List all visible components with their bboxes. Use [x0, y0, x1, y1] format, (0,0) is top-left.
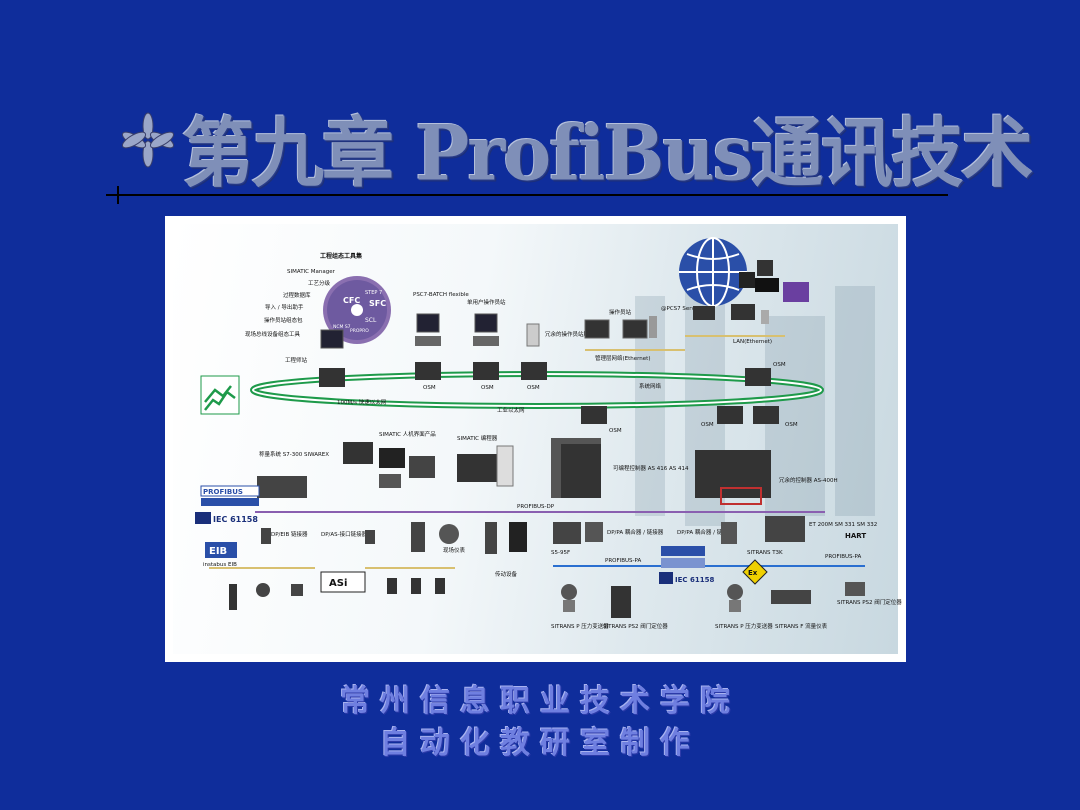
- osm-label: OSM: [609, 428, 622, 434]
- footer-institution: 常州信息职业技术学院: [340, 684, 740, 719]
- tools-item: 现场总线设备组态工具: [245, 330, 301, 338]
- ex-zone-icon: Ex: [742, 559, 768, 585]
- osm-label: OSM: [785, 422, 798, 428]
- plc-rack-icon: [551, 438, 601, 498]
- software-disk-icon: STEP 7 CFC SFC SCL NCM S7 PROPRO: [323, 276, 391, 344]
- svg-text:SCL: SCL: [365, 317, 377, 324]
- network-diagram: 工程组态工具集 SIMATIC Manager 工艺分级 过程数据库 导入 / …: [195, 237, 902, 630]
- asterisk-star-icon: [121, 112, 175, 168]
- transmitter-icon: [561, 582, 865, 618]
- single-user-label: 单用户操作员站: [467, 298, 506, 306]
- profibus-pa-label: PROFIBUS-PA: [605, 558, 641, 564]
- operator-station-icon: [584, 316, 657, 339]
- footer-department: 自动化教研室制作: [380, 726, 700, 761]
- field-devices-icon: [411, 522, 527, 554]
- bus-devices-icon: [229, 578, 445, 610]
- pg-label: SIMATIC 编程器: [457, 434, 498, 442]
- eib-logo-icon: [205, 542, 237, 558]
- drives-label: 传动设备: [495, 570, 518, 578]
- et200m-label: ET 200M SM 331 SM 332: [809, 522, 877, 528]
- profibus-pa-label-2: PROFIBUS-PA: [825, 554, 861, 560]
- industrial-ethernet-logo-icon: [200, 375, 240, 415]
- mgmt-net-label: 管理层网络(Ethernet): [595, 354, 650, 362]
- lan-station-icon: [693, 304, 769, 324]
- asi-logo-icon: [320, 571, 366, 593]
- svg-text:PROFIBUS: PROFIBUS: [203, 488, 243, 496]
- eib-sub-label: instabus EIB: [203, 562, 237, 568]
- osm-switch-icon: [319, 362, 779, 424]
- ebusiness-logos-icon: [739, 260, 809, 302]
- osm-label: OSM: [773, 362, 786, 368]
- dp-pa-label-2: DP/PA 耦合器 / 链接器: [677, 528, 734, 536]
- profibus-dp-label: PROFIBUS-DP: [517, 504, 555, 510]
- system-network-label: 系统网络: [639, 382, 662, 390]
- title-block: 第九章 ProfiBus通讯技术: [110, 90, 1033, 197]
- svg-text:STEP 7: STEP 7: [365, 290, 382, 296]
- osm-label: OSM: [423, 385, 436, 391]
- operator-station-label: 操作员站: [609, 308, 632, 316]
- svg-text:IEC 61158: IEC 61158: [675, 576, 714, 584]
- hart-label: HART: [845, 532, 866, 540]
- osm-label: OSM: [527, 385, 540, 391]
- dp-eib-label: DP/EIB 链接器: [271, 530, 308, 538]
- sitrans-ps2-label-2: SITRANS PS2 阀门定位器: [837, 598, 902, 606]
- lan-label: LAN(Ethernet): [733, 339, 772, 345]
- tools-item: 导入 / 导出助手: [265, 303, 304, 311]
- svg-text:Ex: Ex: [748, 569, 758, 577]
- svg-text:SFC: SFC: [369, 299, 386, 308]
- profibus-logo-icon: [661, 546, 705, 568]
- sitrans-ps2-label: SITRANS PS2 阀门定位器: [603, 622, 668, 630]
- hmi-label: SIMATIC 人机界面产品: [379, 430, 436, 438]
- diagram-background: [173, 224, 898, 654]
- slide-title: 第九章 ProfiBus通讯技术: [182, 108, 1033, 198]
- osm-label: OSM: [481, 385, 494, 391]
- s5-95f-icon: [553, 522, 581, 544]
- hmi-terminal-icon: [343, 442, 435, 488]
- redundant-plc-icon: [695, 450, 771, 505]
- tools-item: SIMATIC Manager: [287, 269, 336, 275]
- svg-text:PROPRO: PROPRO: [350, 328, 369, 334]
- pcs7-server-label: @PCS7 Server: [661, 306, 701, 312]
- globe-icon: [679, 237, 747, 307]
- batch-label: PSC7-BATCH flexible: [413, 292, 469, 298]
- field-instr-label: 现场仪表: [443, 546, 466, 554]
- fast-ethernet-label: 100M/s 快速以太网: [337, 398, 387, 406]
- sitrans-t3k-label: SITRANS T3K: [747, 550, 783, 556]
- s5-95f-label: S5-95F: [551, 550, 570, 556]
- siwarex-icon: [257, 476, 307, 498]
- profibus-logo-icon: [200, 485, 260, 506]
- svg-text:ASi: ASi: [329, 578, 347, 589]
- redundant-server-label: 冗余的操作员站服务器: [545, 330, 601, 338]
- svg-text:NCM S7: NCM S7: [333, 324, 351, 330]
- tools-header: 工程组态工具集: [320, 252, 363, 260]
- eng-station-label: 工程师站: [285, 356, 308, 364]
- sitrans-p-label: SITRANS P 压力变送器: [551, 622, 609, 630]
- plc-label: 可编程控制器 AS 416 AS 414: [613, 464, 689, 472]
- network-diagram-panel: 工程组态工具集 SIMATIC Manager 工艺分级 过程数据库 导入 / …: [165, 216, 906, 662]
- iec-logo-icon: [195, 512, 211, 524]
- sitrans-f-label: SITRANS F 流量仪表: [775, 622, 828, 630]
- tools-item: 过程数据库: [283, 291, 311, 299]
- osm-label: OSM: [701, 422, 714, 428]
- redundant-plc-label: 冗余的控制器 AS-400H: [779, 476, 838, 484]
- tools-item: 操作员站组态包: [264, 316, 303, 324]
- dp-as-label: DP/AS-接口链接器: [321, 530, 368, 538]
- dp-pa-label: DP/PA 耦合器 / 链接器: [607, 528, 664, 536]
- iec-label: IEC 61158: [213, 515, 258, 524]
- svg-text:EIB: EIB: [209, 546, 227, 557]
- tools-item: 工艺分级: [308, 279, 331, 287]
- title-divider: [106, 194, 948, 196]
- sitrans-p-label-2: SITRANS P 压力变送器: [715, 622, 773, 630]
- iec-logo-icon: [659, 572, 673, 584]
- industrial-ethernet-label: 工业以太网: [497, 406, 525, 414]
- weighing-label: 称量系统 S7-300 SIWAREX: [259, 450, 329, 458]
- svg-text:CFC: CFC: [343, 296, 360, 305]
- programming-device-icon: [457, 445, 514, 487]
- et200m-icon: [765, 516, 805, 542]
- crosshair-mark-icon: [117, 186, 119, 204]
